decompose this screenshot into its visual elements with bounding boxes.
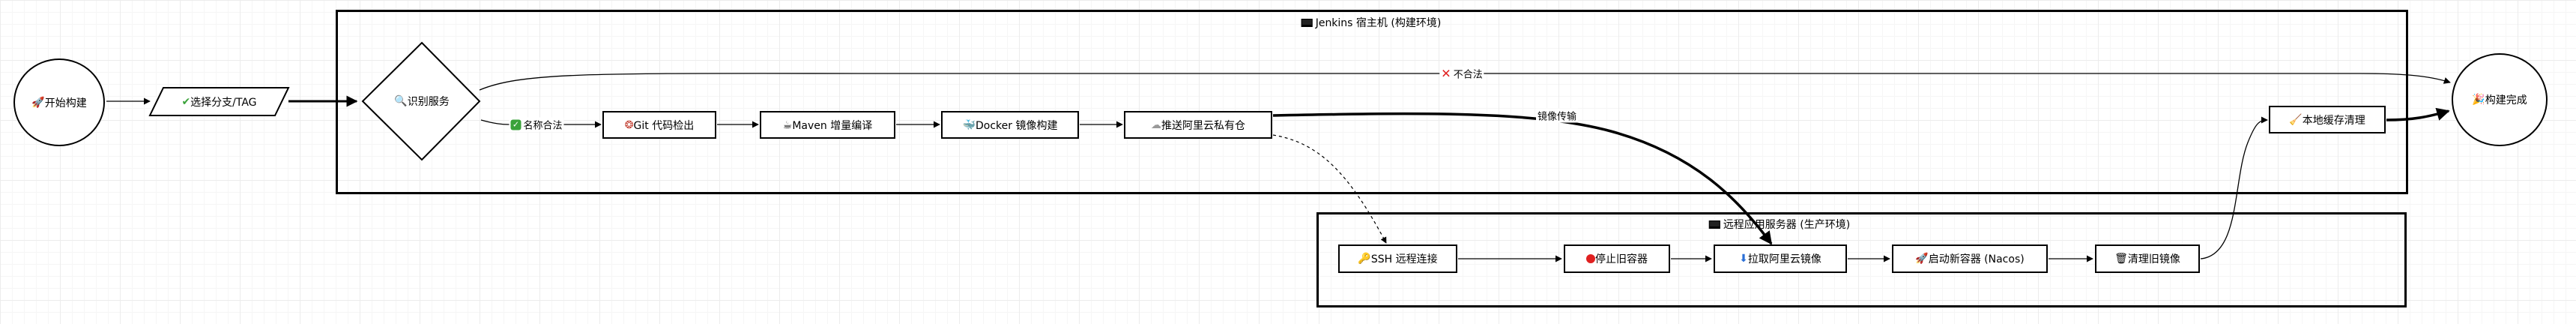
trash-icon: 🗑 <box>2114 253 2128 265</box>
edge-identify-invalid-to-done <box>479 73 2451 91</box>
edge-cleanup-local-to-done <box>2386 107 2450 122</box>
stop-icon <box>1586 254 1595 263</box>
edge-push-transfer-to-pull <box>1272 112 1773 245</box>
docker-build-node[interactable]: 🐳Docker 镜像构建 <box>941 111 1079 139</box>
octocat-icon: ❂ <box>624 118 634 131</box>
jenkins-host-title: Jenkins 宿主机 (构建环境) <box>1301 15 1441 30</box>
checkbox-icon: ✓ <box>510 119 521 130</box>
edge-label-invalid: ✕不合法 <box>1439 66 1484 81</box>
start-container-node[interactable]: 🚀启动新容器 (Nacos) <box>1892 244 2048 273</box>
identify-service-node[interactable]: 🔍识别服务 <box>394 95 450 108</box>
pull-image-node[interactable]: ⬇拉取阿里云镜像 <box>1714 244 1847 273</box>
clean-images-node[interactable]: 🗑清理旧镜像 <box>2095 244 2200 273</box>
select-branch-node[interactable]: ✔选择分支/TAG <box>181 95 257 109</box>
checkmark-icon: ✔ <box>181 95 191 108</box>
jenkins-host-group <box>336 10 2408 194</box>
remote-server-title: 远程应用服务器 (生产环境) <box>1708 217 1850 232</box>
monitor-icon <box>1708 220 1720 229</box>
edge-clean-to-cleanup-local <box>2200 116 2268 260</box>
local-cleanup-node[interactable]: 🧹本地缓存清理 <box>2269 106 2386 134</box>
ssh-connect-node[interactable]: 🔑SSH 远程连接 <box>1338 244 1457 273</box>
party-icon: 🎉 <box>2472 94 2485 106</box>
git-checkout-node[interactable]: ❂Git 代码检出 <box>602 111 716 139</box>
edge-label-transfer: 镜像传输 <box>1535 108 1579 123</box>
monitor-icon <box>1301 18 1313 27</box>
start-node[interactable]: 🚀开始构建 <box>13 58 105 146</box>
magnifier-icon: 🔍 <box>394 95 408 107</box>
identify-service-shape[interactable] <box>361 41 481 161</box>
stop-container-node[interactable]: 停止旧容器 <box>1564 244 1670 273</box>
cloud-icon: ☁ <box>1151 118 1161 131</box>
maven-compile-node[interactable]: ☕Maven 增量编译 <box>760 111 895 139</box>
remote-server-group <box>1316 212 2407 308</box>
push-registry-node[interactable]: ☁推送阿里云私有仓 <box>1124 111 1272 139</box>
rocket-icon: 🚀 <box>31 96 45 109</box>
coffee-icon: ☕ <box>782 118 793 131</box>
key-icon: 🔑 <box>1358 253 1371 265</box>
edge-label-valid: ✓名称合法 <box>509 117 564 132</box>
select-branch-shape[interactable] <box>148 87 290 116</box>
whale-icon: 🐳 <box>962 118 976 131</box>
rocket-icon: 🚀 <box>1915 253 1929 265</box>
cross-icon: ✕ <box>1441 66 1451 80</box>
build-done-node[interactable]: 🎉构建完成 <box>2452 53 2548 146</box>
edge-push-to-ssh <box>1272 134 1387 244</box>
download-icon: ⬇ <box>1739 253 1748 265</box>
broom-icon: 🧹 <box>2289 113 2303 126</box>
